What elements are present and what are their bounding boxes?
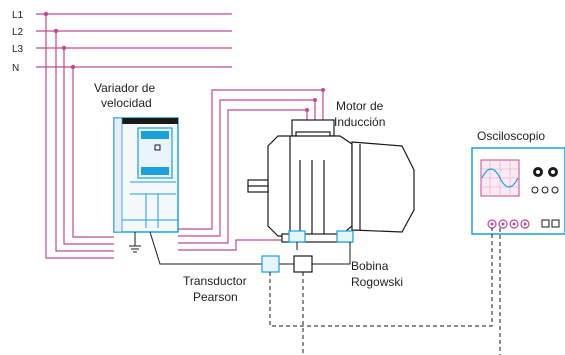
- drive-label-1: Variador de: [94, 81, 155, 95]
- scope-label: Osciloscopio: [477, 129, 545, 143]
- pearson-label-1: Transductor: [183, 274, 247, 288]
- output-wire-w: [178, 109, 308, 244]
- scope-waveform: [481, 168, 519, 188]
- drive-output-wires: [178, 89, 324, 251]
- drop-wire-l3: [63, 48, 114, 245]
- label-n: N: [12, 63, 19, 74]
- motor-label-1: Motor de: [336, 99, 384, 113]
- label-l1: L1: [12, 10, 24, 21]
- motor-fan-cover: [351, 141, 415, 233]
- drop-wire-l2: [55, 31, 114, 252]
- variable-speed-drive: [113, 117, 179, 233]
- probe-cables: [269, 228, 501, 355]
- measurement-wiring: [149, 231, 351, 265]
- label-l3: L3: [12, 44, 24, 55]
- pearson-transducer: [261, 255, 280, 273]
- motor-label-2: Inducción: [334, 115, 385, 129]
- motor-frame: [267, 135, 353, 237]
- sensor-cable: [149, 231, 262, 265]
- ground-icon: [129, 232, 141, 253]
- rogowski-label-2: Rogowski: [351, 275, 403, 289]
- rogowski-coil: [293, 255, 313, 273]
- supply-bus: [36, 13, 232, 259]
- pearson-label-2: Pearson: [193, 290, 238, 304]
- drive-label-2: velocidad: [101, 96, 152, 110]
- drop-wire-n: [72, 67, 114, 238]
- drop-wire-l1: [45, 14, 114, 259]
- oscilloscope: [471, 147, 565, 235]
- induction-motor: [247, 119, 415, 243]
- motor-feed-wire: [178, 239, 290, 251]
- bus-junction-dots: [43, 11, 76, 70]
- label-l2: L2: [12, 27, 24, 38]
- rogowski-label-1: Bobina: [351, 259, 389, 273]
- output-wire-v: [178, 99, 316, 237]
- output-wire-u: [178, 89, 324, 230]
